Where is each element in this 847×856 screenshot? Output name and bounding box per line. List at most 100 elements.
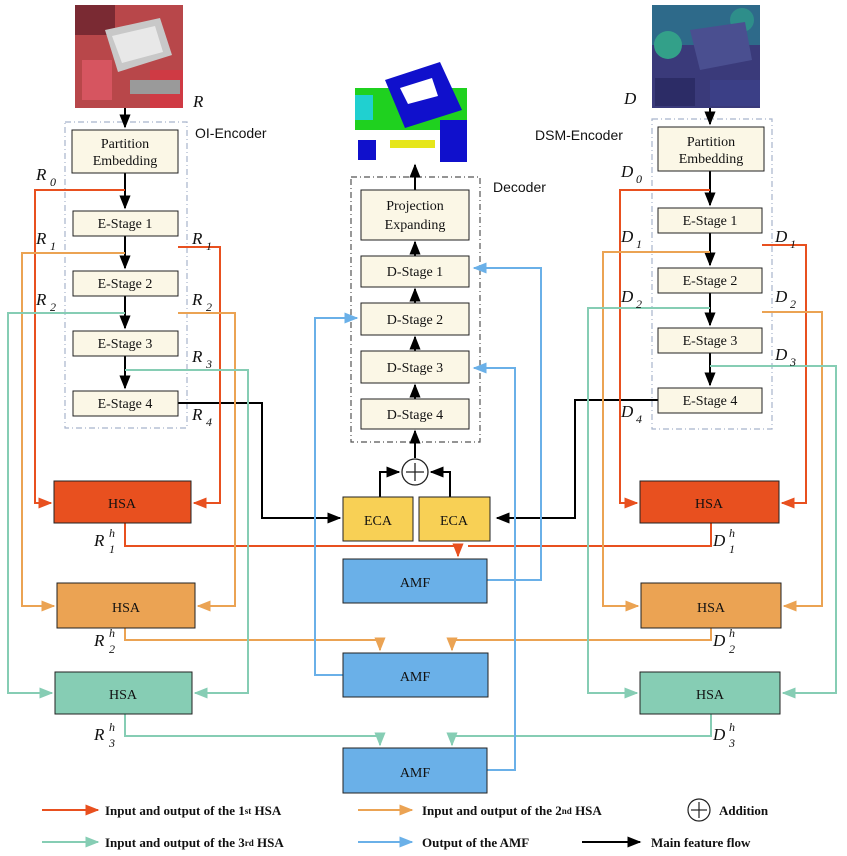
- projection-label-1: Projection: [386, 199, 444, 214]
- dsm-image: [652, 5, 760, 108]
- d-stage-4-label: D-Stage 4: [387, 408, 443, 423]
- hsa2-flows: [21, 251, 823, 652]
- hsa-r1: HSA: [53, 480, 192, 524]
- legend-main: Main feature flow: [651, 835, 751, 850]
- label-D: D: [623, 89, 637, 108]
- legend-hsa2: Input and output of the 2nd HSA: [422, 803, 602, 818]
- label-D0-main: D: [620, 162, 634, 181]
- label-R2-right-main: R: [191, 290, 203, 309]
- label-R2h-sup: h: [109, 626, 115, 640]
- label-R2h-main: R: [93, 631, 105, 650]
- d-stage-2-label: D-Stage 2: [387, 313, 443, 328]
- hsa-d1: HSA: [639, 480, 780, 524]
- legend-hsa3: Input and output of the 3rd HSA: [105, 835, 284, 850]
- label-D1h-main: D: [712, 531, 726, 550]
- hsa-r2: HSA: [56, 582, 196, 629]
- addition-node: [401, 458, 429, 486]
- segmentation-output-image: [355, 58, 467, 162]
- oi-e-stage-1: E-Stage 1: [72, 210, 179, 237]
- d-stage-1-label: D-Stage 1: [387, 265, 443, 280]
- dsm-e-stage-1-label: E-Stage 1: [683, 214, 738, 229]
- hsa-d3: HSA: [639, 671, 781, 715]
- dsm-e-stage-4-label: E-Stage 4: [683, 394, 738, 409]
- eca-right: ECA: [418, 496, 491, 542]
- dsm-e-stage-4: E-Stage 4: [657, 387, 763, 414]
- eca-left-label: ECA: [364, 514, 393, 529]
- d-stage-3-label: D-Stage 3: [387, 361, 443, 376]
- dsm-partition-label-1: Partition: [687, 135, 735, 150]
- hsa1-flows: [34, 189, 807, 558]
- d-stage-1: D-Stage 1: [360, 255, 470, 288]
- legend-hsa1: Input and output of the 1st HSA: [105, 803, 282, 818]
- label-D2h-sup: h: [729, 626, 735, 640]
- label-R1-right-sub: 1: [206, 239, 212, 253]
- amf-2: AMF: [342, 652, 489, 698]
- label-R2h-sub: 2: [109, 642, 115, 656]
- projection-expanding: Projection Expanding: [360, 189, 470, 241]
- dsm-encoder-frame: [651, 118, 773, 430]
- label-R1-left-main: R: [35, 229, 47, 248]
- dsm-partition-label-2: Embedding: [679, 152, 744, 167]
- label-D3h-main: D: [712, 725, 726, 744]
- label-R: R: [192, 92, 204, 111]
- label-D2h-main: D: [712, 631, 726, 650]
- label-R3h-main: R: [93, 725, 105, 744]
- optical-image: [75, 5, 183, 108]
- label-R2-right-sub: 2: [206, 300, 212, 314]
- label-D3-sub: 3: [789, 355, 796, 369]
- dsm-e-stage-3-label: E-Stage 3: [683, 334, 738, 349]
- legend-addition: Addition: [719, 803, 769, 818]
- oi-partition-label-1: Partition: [101, 137, 149, 152]
- hsa-d1-label: HSA: [695, 497, 724, 512]
- decoder-title: Decoder: [493, 179, 546, 195]
- label-D1-right-sub: 1: [790, 237, 796, 251]
- label-R3h-sup: h: [109, 720, 115, 734]
- label-D3h-sub: 3: [728, 736, 735, 750]
- label-R4-sub: 4: [206, 415, 212, 429]
- label-D1-left-main: D: [620, 227, 634, 246]
- label-R1h-main: R: [93, 531, 105, 550]
- label-R3h-sub: 3: [108, 736, 115, 750]
- oi-e-stage-3-label: E-Stage 3: [98, 337, 153, 352]
- amf-2-label: AMF: [400, 670, 431, 685]
- oi-e-stage-2-label: E-Stage 2: [98, 277, 153, 292]
- label-R1h-sup: h: [109, 526, 115, 540]
- label-R1-left-sub: 1: [50, 239, 56, 253]
- d-stage-2: D-Stage 2: [360, 302, 470, 336]
- label-R4-main: R: [191, 405, 203, 424]
- d-stage-3: D-Stage 3: [360, 350, 470, 384]
- oi-partition-label-2: Embedding: [93, 154, 158, 169]
- label-R2-left-sub: 2: [50, 300, 56, 314]
- label-D2-right-sub: 2: [790, 297, 796, 311]
- label-D3-main: D: [774, 345, 788, 364]
- hsa-r3-label: HSA: [109, 688, 138, 703]
- amf-1: AMF: [342, 558, 488, 604]
- oi-partition-embedding: Partition Embedding: [71, 129, 179, 174]
- dsm-encoder-title: DSM-Encoder: [535, 127, 623, 143]
- label-D4-main: D: [620, 402, 634, 421]
- amf-1-label: AMF: [400, 576, 431, 591]
- label-D3h-sup: h: [729, 720, 735, 734]
- oi-e-stage-4: E-Stage 4: [72, 390, 179, 417]
- hsa-r1-label: HSA: [108, 497, 137, 512]
- amf-3-label: AMF: [400, 766, 431, 781]
- label-D2-left-sub: 2: [636, 297, 642, 311]
- legend-amf: Output of the AMF: [422, 835, 529, 850]
- eca-left: ECA: [342, 496, 414, 542]
- dsm-e-stage-2-label: E-Stage 2: [683, 274, 738, 289]
